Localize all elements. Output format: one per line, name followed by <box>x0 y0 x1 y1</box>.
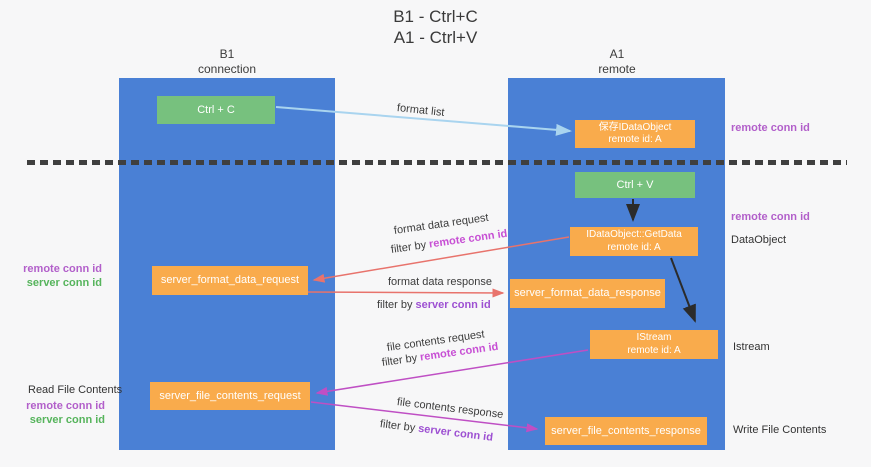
file-contents-response-label: file contents response <box>396 396 504 421</box>
left-conn-id-stack-bottom: remote conn id server conn id <box>23 399 105 427</box>
diagram-title: B1 - Ctrl+C A1 - Ctrl+V <box>0 6 871 48</box>
save-idataobject-line2: remote id: A <box>608 134 662 145</box>
server-file-contents-request-label: server_file_contents_request <box>159 389 301 402</box>
istream-side-label: Istream <box>733 341 770 353</box>
right-lane-header: A1 remote <box>557 47 677 77</box>
left-server-conn-id-bottom: server conn id <box>29 414 105 426</box>
arrow-format-data-response <box>306 288 505 298</box>
istream-box: IStream remote id: A <box>590 330 718 359</box>
format-list-label: format list <box>396 102 446 119</box>
filter-by-text: filter by <box>379 418 419 435</box>
title-line-2: A1 - Ctrl+V <box>393 28 478 47</box>
right-remote-conn-id-top: remote conn id <box>731 122 810 134</box>
filter-server-conn-id-label-1: filter by server conn id <box>377 299 491 311</box>
istream-line1: IStream <box>636 332 672 343</box>
read-file-contents-label: Read File Contents <box>28 384 123 396</box>
server-format-data-response-label: server_format_data_response <box>514 287 661 299</box>
ctrl-c-box: Ctrl + C <box>157 96 275 124</box>
save-idataobject-box: 保存IDataObject remote id: A <box>575 120 695 148</box>
istream-line2: remote id: A <box>627 344 681 356</box>
right-lane-name: A1 <box>609 47 625 61</box>
ctrl-c-label: Ctrl + C <box>197 103 235 116</box>
remote-conn-id-text: remote conn id <box>428 227 509 251</box>
server-file-contents-response-box: server_file_contents_response <box>545 417 707 445</box>
left-remote-conn-id-top: remote conn id <box>23 263 102 275</box>
save-idataobject-line1: 保存IDataObject <box>598 121 672 133</box>
idataobject-getdata-box: IDataObject::GetData remote id: A <box>570 227 698 256</box>
right-lane-role: remote <box>598 62 636 76</box>
title-line-1: B1 - Ctrl+C <box>393 7 478 26</box>
server-conn-id-text: server conn id <box>417 422 494 444</box>
format-data-response-label: format data response <box>388 276 492 288</box>
left-lane-header: B1 connection <box>167 47 287 77</box>
filter-by-text: filter by <box>381 351 421 369</box>
server-file-contents-response-label: server_file_contents_response <box>551 424 701 437</box>
right-remote-conn-id-mid: remote conn id <box>731 211 810 223</box>
write-file-contents-label: Write File Contents <box>733 424 827 436</box>
left-remote-conn-id-bottom: remote conn id <box>26 400 105 412</box>
server-format-data-response-box: server_format_data_response <box>510 279 665 308</box>
filter-server-conn-id-label-2: filter by server conn id <box>379 418 493 444</box>
getdata-line1: IDataObject::GetData <box>586 229 682 240</box>
server-file-contents-request-box: server_file_contents_request <box>150 382 310 410</box>
left-lane-name: B1 <box>219 47 235 61</box>
ctrl-v-label: Ctrl + V <box>616 178 654 191</box>
left-conn-id-stack-top: remote conn id server conn id <box>20 262 102 290</box>
filter-by-text: filter by <box>390 238 430 256</box>
ctrl-v-box: Ctrl + V <box>575 172 695 198</box>
server-format-data-request-label: server_format_data_request <box>160 274 300 286</box>
server-format-data-request-box: server_format_data_request <box>152 266 308 295</box>
phase-divider-dashed-line <box>27 160 847 165</box>
getdata-line2: remote id: A <box>607 241 661 253</box>
left-server-conn-id-top: server conn id <box>26 277 102 289</box>
filter-by-text: filter by <box>377 299 416 311</box>
server-conn-id-text: server conn id <box>415 299 491 311</box>
left-lane-role: connection <box>197 62 257 76</box>
dataobject-label: DataObject <box>731 234 787 246</box>
